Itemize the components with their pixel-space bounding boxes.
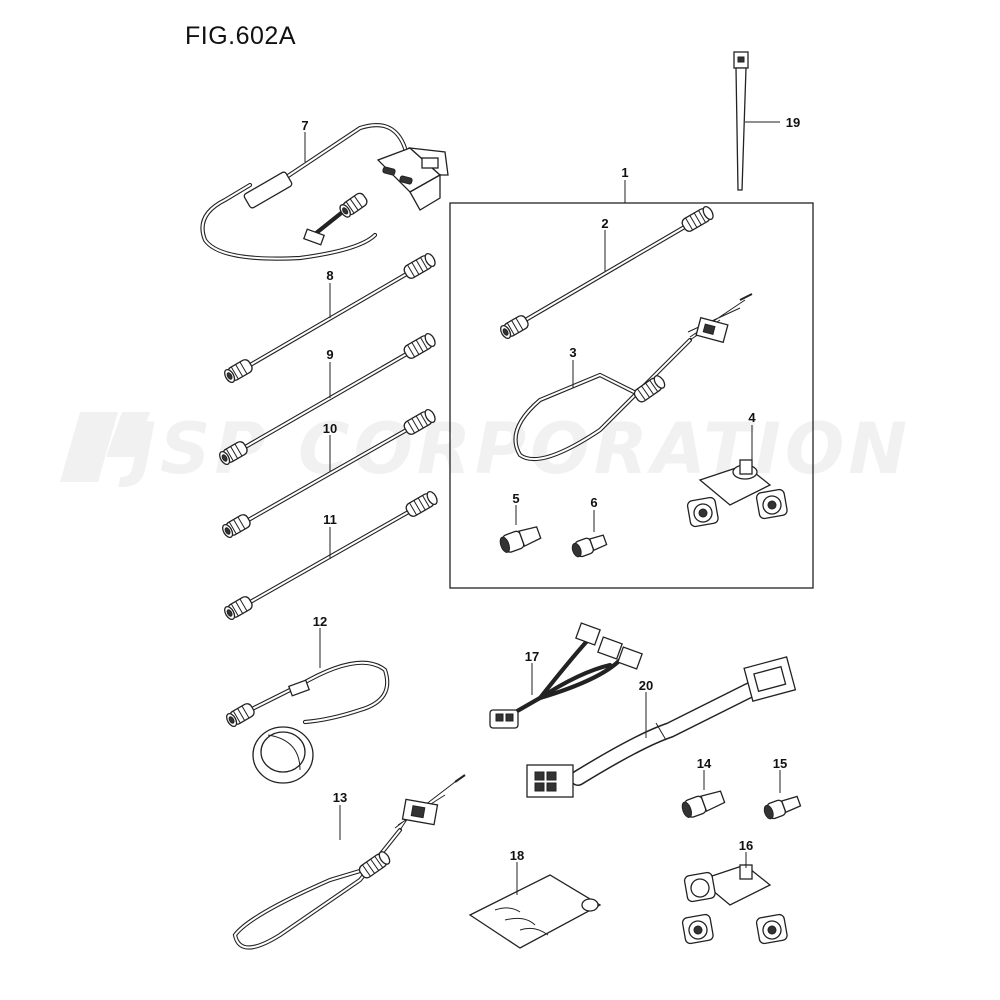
callout-12: 12: [313, 614, 327, 629]
kit-box: [449, 202, 814, 589]
part-13-cable: [232, 774, 466, 950]
callout-4: 4: [748, 410, 756, 425]
part-3-cable: [513, 293, 753, 462]
part-4-t-connector: [686, 459, 788, 528]
watermark-logo: [60, 412, 150, 482]
part-10-cable: [219, 407, 438, 540]
callout-15: 15: [773, 756, 787, 771]
callout-7: 7: [301, 118, 308, 133]
part-16-t-connector: [681, 864, 788, 945]
callout-9: 9: [326, 347, 333, 362]
figure-title: FIG.602A: [185, 22, 296, 50]
callout-11: 11: [323, 512, 337, 527]
callout-1: 1: [621, 165, 628, 180]
leader-lines: [304, 121, 781, 895]
part-20-harness: [526, 656, 797, 798]
callout-13: 13: [333, 790, 347, 805]
callout-labels: 1 2 3 4 5 6 7 8 9 10 11 12 13 14 15 16 1…: [301, 115, 800, 863]
callout-5: 5: [512, 491, 519, 506]
part-11-cable: [221, 489, 440, 622]
callout-6: 6: [590, 495, 597, 510]
callout-17: 17: [525, 649, 539, 664]
callout-14: 14: [697, 756, 712, 771]
part-9-cable: [216, 331, 438, 467]
callout-3: 3: [569, 345, 576, 360]
part-18-bag: [468, 874, 602, 949]
part-14-terminator: [681, 790, 726, 818]
part-19-cable-tie: [733, 51, 749, 191]
callout-20: 20: [639, 678, 653, 693]
part-5-terminator: [499, 526, 542, 553]
callout-19: 19: [786, 115, 800, 130]
part-7-cable: [200, 122, 449, 261]
callout-10: 10: [323, 421, 337, 436]
part-17-harness: [489, 622, 643, 729]
part-12-antenna: [223, 660, 390, 784]
callout-8: 8: [326, 268, 333, 283]
callout-16: 16: [739, 838, 753, 853]
part-7-bracket: [376, 147, 449, 211]
part-6-terminator: [571, 534, 608, 558]
part-15-terminator: [763, 795, 802, 820]
part-2-cable: [497, 204, 716, 341]
part-8-cable: [221, 251, 438, 385]
callout-18: 18: [510, 848, 524, 863]
callout-2: 2: [601, 216, 608, 231]
